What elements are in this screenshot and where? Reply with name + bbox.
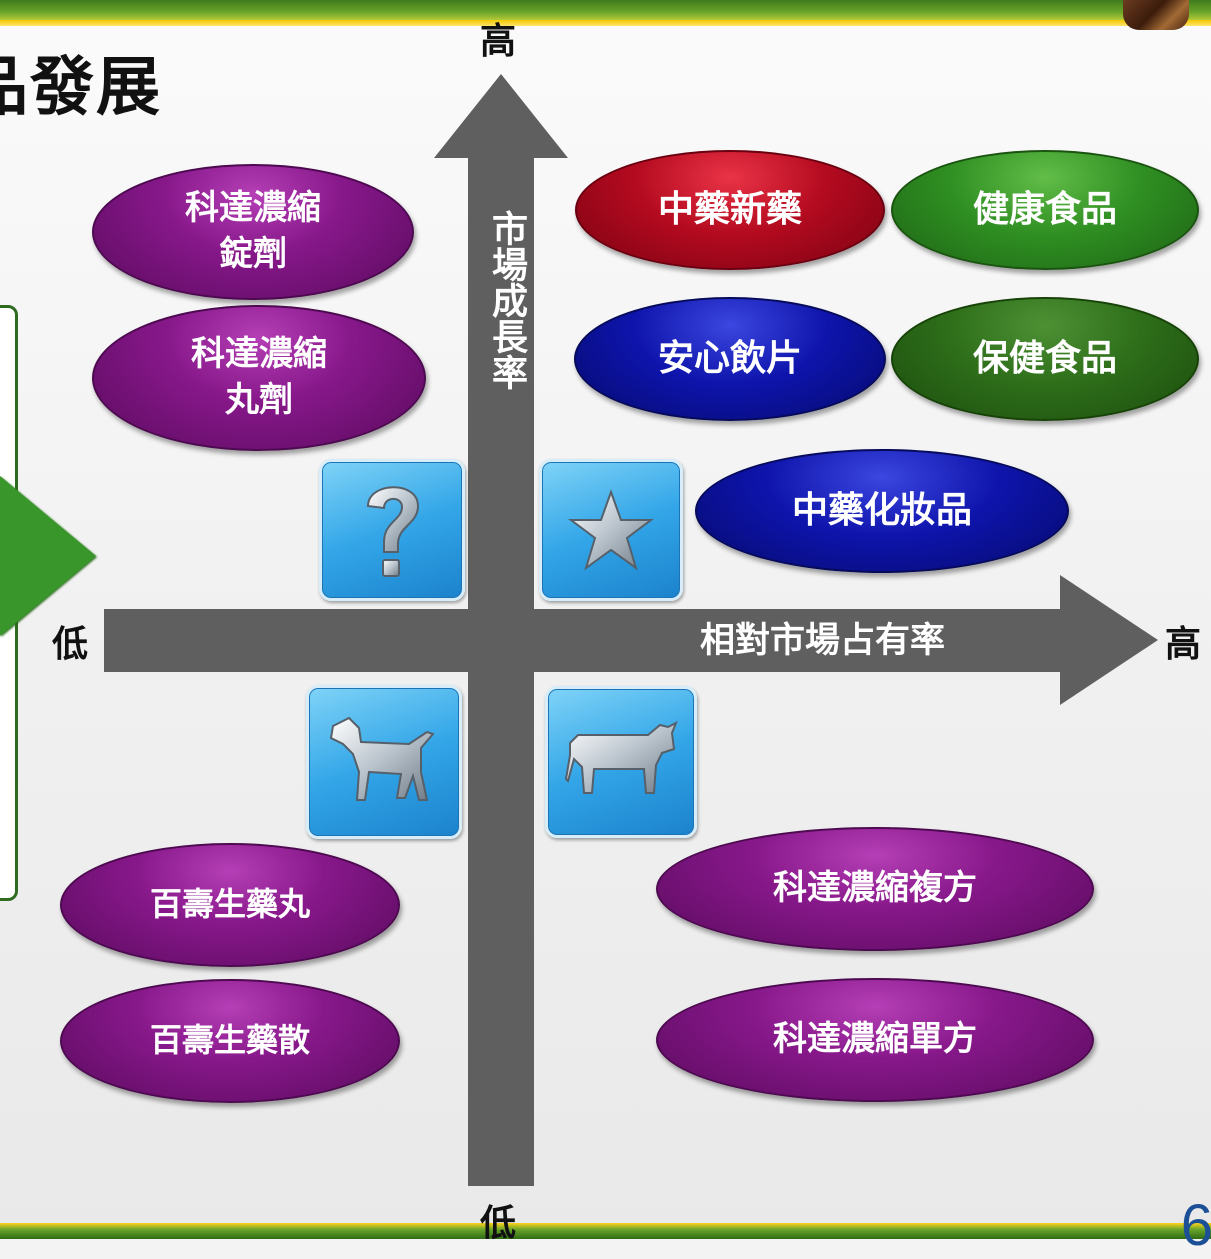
dog-icon — [306, 685, 462, 839]
page-number: 6 — [1180, 1193, 1211, 1258]
cow-icon — [545, 686, 697, 838]
product-health-food: 健康食品 — [891, 150, 1199, 270]
product-bs-powder: 百壽生藥散 — [60, 979, 400, 1103]
product-tcm-new-drug: 中藥新藥 — [575, 150, 885, 270]
vertical-axis-label: 市場成長率 — [486, 210, 527, 390]
product-kt-pill: 科達濃縮 丸劑 — [92, 305, 426, 451]
bottom-green-band — [0, 1223, 1211, 1239]
product-wellness-food-label: 保健食品 — [972, 337, 1117, 379]
product-health-food-label: 健康食品 — [972, 188, 1117, 230]
slide-title: 品發展 — [0, 51, 162, 125]
left-green-arrow — [0, 476, 96, 636]
horizontal-axis — [104, 609, 1062, 672]
question-mark-icon — [319, 459, 465, 601]
star-icon — [539, 459, 683, 601]
product-kt-tablet-label: 科達濃縮 錠劑 — [185, 188, 321, 274]
top-green-band — [0, 0, 1211, 26]
vertical-high-label: 高 — [480, 21, 517, 62]
vertical-low-label: 低 — [480, 1203, 517, 1244]
product-safe-slices: 安心飲片 — [574, 297, 886, 421]
product-kt-tablet: 科達濃縮 錠劑 — [92, 164, 414, 300]
horizontal-low-label: 低 — [52, 624, 89, 665]
product-kt-compound-label: 科達濃縮複方 — [773, 868, 977, 909]
product-wellness-food: 保健食品 — [891, 297, 1199, 421]
horizontal-axis-arrowhead — [1060, 575, 1158, 705]
horizontal-axis-label: 相對市場占有率 — [700, 621, 946, 661]
corner-decoration-image — [1123, 0, 1189, 30]
product-safe-slices-label: 安心飲片 — [657, 337, 802, 379]
product-kt-single-label: 科達濃縮單方 — [773, 1019, 977, 1060]
product-bs-pill-label: 百壽生藥丸 — [149, 885, 310, 924]
product-bs-pill: 百壽生藥丸 — [60, 843, 400, 967]
product-tcm-new-drug-label: 中藥新藥 — [657, 188, 802, 230]
product-tcm-cosmetics: 中藥化妝品 — [695, 449, 1069, 573]
vertical-axis-arrowhead — [434, 74, 568, 158]
product-bs-powder-label: 百壽生藥散 — [149, 1021, 310, 1060]
product-tcm-cosmetics-label: 中藥化妝品 — [791, 489, 972, 531]
product-kt-compound: 科達濃縮複方 — [656, 827, 1094, 951]
product-kt-pill-label: 科達濃縮 丸劑 — [191, 334, 327, 420]
horizontal-high-label: 高 — [1165, 624, 1202, 665]
product-kt-single: 科達濃縮單方 — [656, 978, 1094, 1102]
